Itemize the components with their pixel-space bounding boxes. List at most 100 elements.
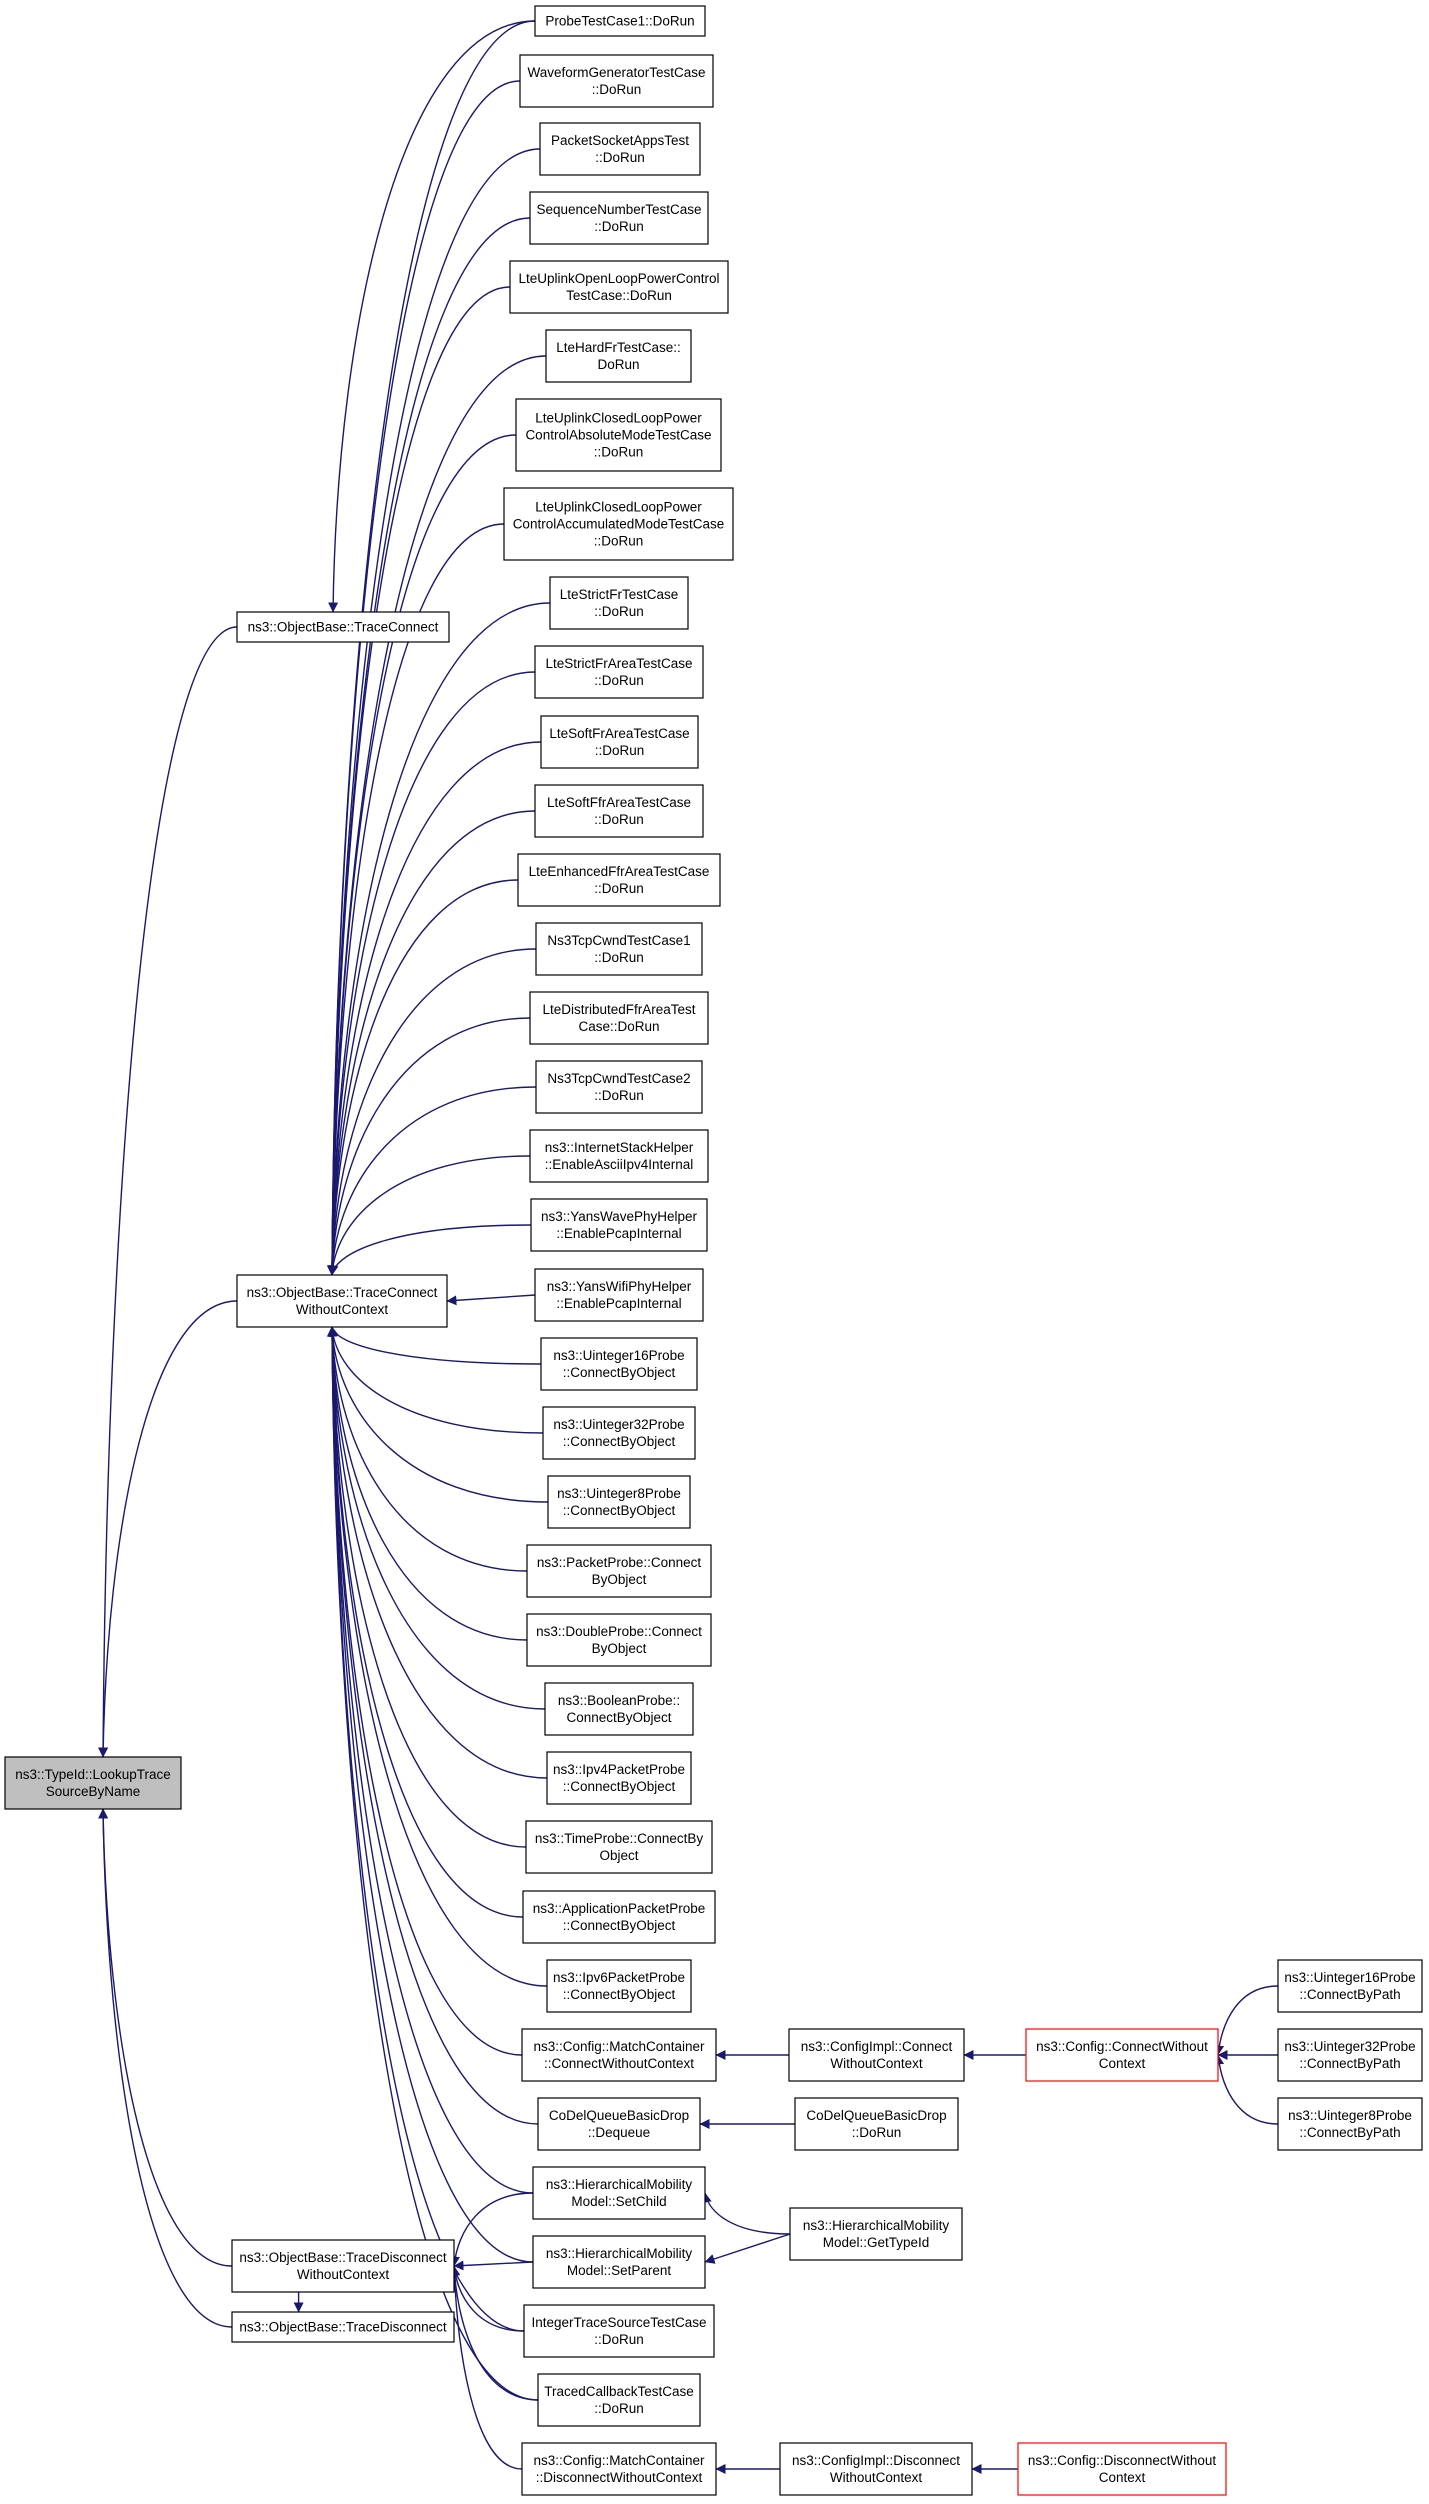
node-ns3-timeprobe-connectbyobject[interactable]: ns3::TimeProbe::ConnectByObject [525, 1820, 713, 1874]
node-box [549, 576, 689, 630]
node-lteuplinkopenlooppowercontroltestcase-dorun[interactable]: LteUplinkOpenLoopPowerControlTestCase::D… [509, 260, 729, 314]
node-box [529, 991, 709, 1045]
node-label-line: Case::DoRun [578, 1019, 659, 1034]
node-lteuplinkclosedlooppowercontrolaccumulatedmodetestcase-dorun[interactable]: LteUplinkClosedLoopPowerControlAccumulat… [503, 487, 734, 561]
node-ns3-applicationpacketprobe-connectbyobject[interactable]: ns3::ApplicationPacketProbe::ConnectByOb… [522, 1890, 716, 1944]
node-ns3-booleanprobe-connectbyobject[interactable]: ns3::BooleanProbe::ConnectByObject [544, 1682, 694, 1736]
node-probetestcase1-dorun[interactable]: ProbeTestCase1::DoRun [534, 5, 706, 37]
node-box [535, 922, 703, 976]
node-label-line: DoRun [597, 357, 639, 372]
node-box [529, 1129, 709, 1183]
node-packetsocketappstest-dorun[interactable]: PacketSocketAppsTest::DoRun [539, 122, 701, 176]
node-ns3-uinteger8probe-connectbyobject[interactable]: ns3::Uinteger8Probe::ConnectByObject [547, 1475, 691, 1529]
edge-a15-to-n2 [327, 1086, 537, 1276]
node-ns3-uinteger8probe-connectbypath[interactable]: ns3::Uinteger8Probe::ConnectByPath [1277, 2097, 1423, 2151]
node-ltehardfrtestcase-dorun[interactable]: LteHardFrTestCase::DoRun [545, 329, 692, 383]
node-label-line: ns3::Config::ConnectWithout [1036, 2039, 1208, 2054]
node-label-line: ns3::Uinteger16Probe [553, 1348, 684, 1363]
node-label-line: ::DoRun [594, 604, 644, 619]
node-ns3-internetstackhelper-enableasciiipv4internal[interactable]: ns3::InternetStackHelper::EnableAsciiIpv… [529, 1129, 709, 1183]
node-box [526, 1544, 712, 1598]
node-box [537, 2373, 701, 2427]
node-label-line: ::DoRun [594, 1088, 644, 1103]
node-ns3-config-matchcontainer-connectwithoutcontext[interactable]: ns3::Config::MatchContainer::ConnectWith… [521, 2028, 717, 2082]
node-label-line: ns3::TimeProbe::ConnectBy [535, 1831, 704, 1846]
node-ns3-configimpl-connectwithoutcontext[interactable]: ns3::ConfigImpl::ConnectWithoutContext [788, 2028, 965, 2082]
node-label-line: Model::SetChild [571, 2194, 666, 2209]
node-ns3-ipv6packetprobe-connectbyobject[interactable]: ns3::Ipv6PacketProbe::ConnectByObject [546, 1959, 692, 2013]
node-label-line: Model::SetParent [567, 2263, 672, 2278]
node-ns3-uinteger32probe-connectbyobject[interactable]: ns3::Uinteger32Probe::ConnectByObject [542, 1406, 696, 1460]
edge-a26-to-n2 [327, 1326, 527, 1848]
node-integertracesourcetestcase-dorun[interactable]: IntegerTraceSourceTestCase::DoRun [523, 2304, 715, 2358]
node-label-line: WithoutContext [830, 2470, 923, 2485]
node-ltestrictfrareatestcase-dorun[interactable]: LteStrictFrAreaTestCase::DoRun [534, 645, 704, 699]
node-ns3-uinteger16probe-connectbyobject[interactable]: ns3::Uinteger16Probe::ConnectByObject [540, 1337, 698, 1391]
node-box [539, 122, 701, 176]
node-label-line: ns3::PacketProbe::Connect [537, 1555, 702, 1570]
node-ns3-uinteger16probe-connectbypath[interactable]: ns3::Uinteger16Probe::ConnectByPath [1277, 1959, 1423, 2013]
node-label-line: ::ConnectByObject [563, 1918, 676, 1933]
edge-n2-to-n0 [98, 1300, 238, 1758]
node-box [526, 1613, 712, 1667]
node-ns3-objectbase-tracedisconnect[interactable]: ns3::ObjectBase::TraceDisconnect [231, 2311, 455, 2343]
node-sequencenumbertestcase-dorun[interactable]: SequenceNumberTestCase::DoRun [529, 191, 709, 245]
node-ns3-hierarchicalmobilitymodel-gettypeid[interactable]: ns3::HierarchicalMobilityModel::GetTypeI… [789, 2207, 963, 2261]
node-label-line: PacketSocketAppsTest [551, 133, 689, 148]
node-lteenhancedffrareatestcase-dorun[interactable]: LteEnhancedFfrAreaTestCase::DoRun [517, 853, 721, 907]
node-ltesoftffrareatestcase-dorun[interactable]: LteSoftFfrAreaTestCase::DoRun [534, 784, 704, 838]
node-label-line: ns3::DoubleProbe::Connect [536, 1624, 702, 1639]
node-label-line: ByObject [592, 1641, 647, 1656]
edge-a17-to-n2 [328, 1224, 532, 1276]
node-ns3-configimpl-disconnectwithoutcontext[interactable]: ns3::ConfigImpl::DisconnectWithoutContex… [779, 2442, 973, 2496]
edge-a30-to-n2 [327, 1326, 539, 2125]
node-ns3-objectbase-tracedisconnectwithoutcontext[interactable]: ns3::ObjectBase::TraceDisconnectWithoutC… [231, 2239, 455, 2293]
node-label-line: LteSoftFrAreaTestCase [549, 726, 689, 741]
node-label-line: ::ConnectByObject [563, 1503, 676, 1518]
node-box [547, 1475, 691, 1529]
node-label-line: ::DoRun [594, 219, 644, 234]
node-label-line: TracedCallbackTestCase [544, 2384, 694, 2399]
node-ns3-config-connectwithoutcontext[interactable]: ns3::Config::ConnectWithoutContext [1025, 2028, 1219, 2082]
node-ns3-config-disconnectwithoutcontext[interactable]: ns3::Config::DisconnectWithoutContext [1017, 2442, 1227, 2496]
node-tracedcallbacktestcase-dorun[interactable]: TracedCallbackTestCase::DoRun [537, 2373, 701, 2427]
node-label-line: ns3::ConfigImpl::Disconnect [792, 2453, 960, 2468]
node-label-line: WithoutContext [297, 2267, 390, 2282]
node-ltestrictfrtestcase-dorun[interactable]: LteStrictFrTestCase::DoRun [549, 576, 689, 630]
node-label-line: LteStrictFrTestCase [560, 587, 679, 602]
node-ns3-yanswavephyhelper-enablepcapinternal[interactable]: ns3::YansWavePhyHelper::EnablePcapIntern… [530, 1198, 708, 1252]
node-ns3-hierarchicalmobilitymodel-setparent[interactable]: ns3::HierarchicalMobilityModel::SetParen… [532, 2235, 706, 2289]
node-label-line: ::ConnectWithoutContext [544, 2056, 694, 2071]
node-ns3tcpcwndtestcase2-dorun[interactable]: Ns3TcpCwndTestCase2::DoRun [535, 1060, 703, 1114]
node-ns3-packetprobe-connectbyobject[interactable]: ns3::PacketProbe::ConnectByObject [526, 1544, 712, 1598]
node-label-line: CoDelQueueBasicDrop [549, 2108, 689, 2123]
node-box [532, 2235, 706, 2289]
node-ns3-config-matchcontainer-disconnectwithoutcontext[interactable]: ns3::Config::MatchContainer::DisconnectW… [521, 2442, 717, 2496]
node-label-line: SequenceNumberTestCase [536, 202, 701, 217]
node-box [540, 1337, 698, 1391]
edge-a31-to-n3 [450, 2192, 534, 2267]
node-ns3tcpcwndtestcase1-dorun[interactable]: Ns3TcpCwndTestCase1::DoRun [535, 922, 703, 976]
node-waveformgeneratortestcase-dorun[interactable]: WaveformGeneratorTestCase::DoRun [519, 54, 714, 108]
node-ns3-doubleprobe-connectbyobject[interactable]: ns3::DoubleProbe::ConnectByObject [526, 1613, 712, 1667]
node-codelqueuebasicdrop-dequeue[interactable]: CoDelQueueBasicDrop::Dequeue [537, 2097, 701, 2151]
edge-d0-to-c0 [1214, 1985, 1279, 2056]
node-box [1277, 2097, 1423, 2151]
edge-b2-to-a31 [701, 2192, 791, 2235]
node-label-line: ns3::InternetStackHelper [545, 1140, 694, 1155]
node-lteuplinkclosedlooppowercontrolabsolutemodetestcase-dorun[interactable]: LteUplinkClosedLoopPowerControlAbsoluteM… [515, 398, 722, 472]
node-ns3-objectbase-traceconnectwithoutcontext[interactable]: ns3::ObjectBase::TraceConnectWithoutCont… [236, 1274, 448, 1328]
node-ltesoftfrareatestcase-dorun[interactable]: LteSoftFrAreaTestCase::DoRun [540, 715, 699, 769]
edge-a0-to-n2 [327, 20, 536, 1276]
node-ns3-ipv4packetprobe-connectbyobject[interactable]: ns3::Ipv4PacketProbe::ConnectByObject [546, 1751, 692, 1805]
node-label-line: Ns3TcpCwndTestCase1 [547, 933, 690, 948]
node-ns3-uinteger32probe-connectbypath[interactable]: ns3::Uinteger32Probe::ConnectByPath [1277, 2028, 1423, 2082]
node-ns3-objectbase-traceconnect[interactable]: ns3::ObjectBase::TraceConnect [236, 611, 450, 643]
node-label-line: LteUplinkOpenLoopPowerControl [518, 271, 719, 286]
node-codelqueuebasicdrop-dorun[interactable]: CoDelQueueBasicDrop::DoRun [794, 2097, 959, 2151]
node-label-line: ns3::YansWavePhyHelper [541, 1209, 698, 1224]
node-ns3-yanswifiphyhelper-enablepcapinternal[interactable]: ns3::YansWifiPhyHelper::EnablePcapIntern… [534, 1268, 704, 1322]
edges-layer [98, 20, 1279, 2474]
